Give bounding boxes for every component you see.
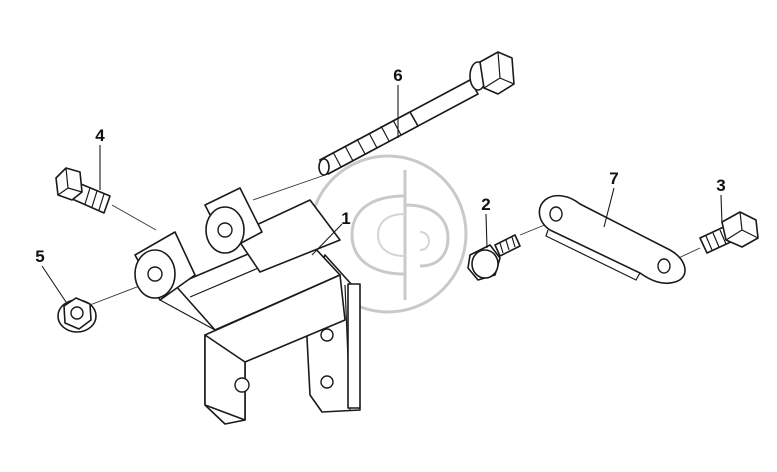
callout-2: 2 — [481, 195, 490, 214]
callout-labels: 1 2 3 4 5 6 7 — [35, 66, 725, 266]
callout-3: 3 — [716, 176, 725, 195]
flange-nut-part-5 — [57, 297, 97, 333]
callout-7: 7 — [609, 169, 618, 188]
flange-bolt-part-2 — [467, 234, 521, 281]
long-bolt-part-6 — [318, 51, 515, 176]
bracket-part-1 — [134, 187, 361, 425]
link-plate-part-7 — [538, 194, 686, 285]
watermark-logo — [308, 154, 468, 314]
callout-5: 5 — [35, 247, 44, 266]
hex-bolt-part-3 — [699, 211, 759, 254]
callout-4: 4 — [95, 126, 105, 145]
leader-lines — [41, 85, 723, 303]
hex-bolt-part-4 — [55, 167, 111, 214]
callout-1: 1 — [341, 209, 350, 228]
callout-6: 6 — [393, 66, 402, 85]
